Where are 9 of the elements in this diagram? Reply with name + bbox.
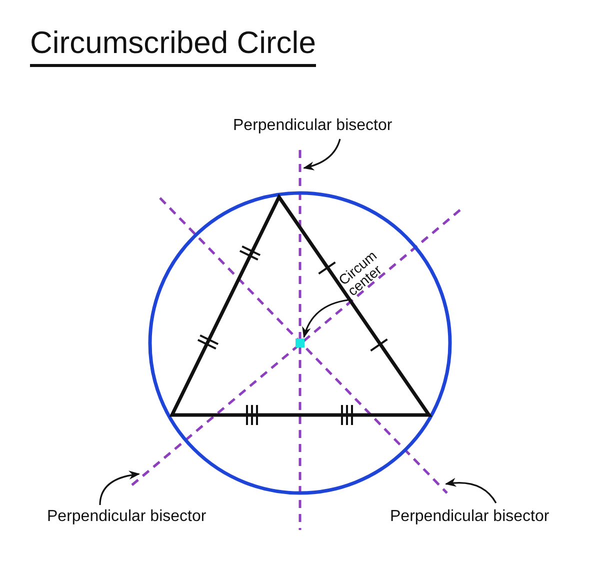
perpendicular-bisector-line bbox=[298, 150, 302, 530]
callout-label: Perpendicular bisector bbox=[390, 508, 550, 526]
leader-arrow bbox=[444, 478, 497, 504]
callout-label: Perpendicular bisector bbox=[233, 117, 392, 136]
leader-arrow bbox=[302, 138, 341, 170]
leader-arrow bbox=[99, 470, 140, 506]
perpendicular-bisector-line bbox=[131, 209, 461, 486]
title: Circumscribed Circle bbox=[30, 26, 316, 68]
callout-label: Perpendicular bisector bbox=[47, 508, 206, 526]
